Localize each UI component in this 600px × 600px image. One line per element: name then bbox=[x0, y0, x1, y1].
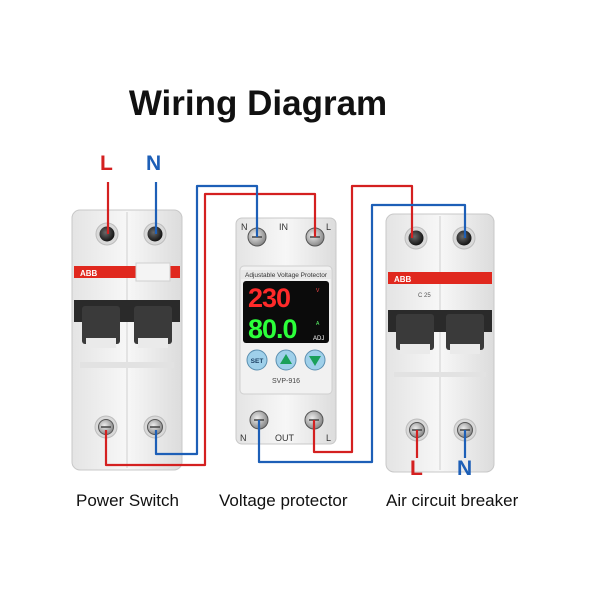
voltage-protector: N IN L Adjustable Voltage Protector 230 … bbox=[235, 217, 337, 445]
protector-indicator-v: V bbox=[316, 288, 320, 294]
power-switch-bottom-screw-n bbox=[143, 415, 167, 439]
neutral-wire-protector-to-breaker bbox=[257, 203, 467, 464]
protector-set-label: SET bbox=[251, 358, 264, 365]
breaker-rating: C 25 bbox=[418, 293, 431, 299]
protector-top-in-label: IN bbox=[279, 222, 288, 232]
caption-voltage-protector: Voltage protector bbox=[219, 491, 348, 510]
protector-display-current: 80.0 bbox=[248, 314, 297, 344]
arrow-up-icon bbox=[280, 354, 292, 364]
breaker-toggle-right[interactable] bbox=[446, 314, 484, 350]
power-switch-n-label: N bbox=[146, 152, 162, 175]
air-circuit-breaker: ABB C 25 bbox=[385, 213, 495, 473]
breaker-top-screw-l bbox=[404, 226, 428, 250]
protector-display bbox=[243, 281, 329, 343]
protector-down-button[interactable] bbox=[304, 349, 326, 371]
protector-set-button[interactable]: SET bbox=[246, 349, 268, 371]
caption-power-switch: Power Switch bbox=[76, 491, 179, 510]
arrow-down-icon bbox=[309, 356, 321, 366]
protector-bottom-l-label: L bbox=[326, 433, 331, 443]
live-wire-switch-to-protector bbox=[104, 192, 317, 467]
power-switch-l-label: L bbox=[100, 152, 113, 175]
protector-bottom-out-label: OUT bbox=[275, 433, 295, 443]
breaker-brand: ABB bbox=[394, 275, 412, 284]
power-switch-brand: ABB bbox=[80, 269, 98, 278]
protector-top-n-label: N bbox=[241, 222, 248, 232]
protector-model: SVP-916 bbox=[272, 378, 300, 385]
breaker-n-label: N bbox=[457, 457, 473, 480]
protector-header: Adjustable Voltage Protector bbox=[245, 272, 328, 279]
protector-up-button[interactable] bbox=[275, 349, 297, 371]
power-switch-toggle-left[interactable] bbox=[82, 306, 120, 344]
diagram-title: Wiring Diagram bbox=[128, 84, 388, 123]
caption-air-circuit-breaker: Air circuit breaker bbox=[386, 491, 519, 510]
protector-top-l-label: L bbox=[326, 222, 331, 232]
live-wire-protector-to-breaker bbox=[312, 184, 414, 454]
breaker-l-label: L bbox=[410, 457, 423, 480]
power-switch-toggle-right[interactable] bbox=[134, 306, 172, 344]
protector-adj-label: ADJ bbox=[313, 336, 324, 342]
power-switch: ABB bbox=[71, 209, 183, 471]
protector-indicator-a: A bbox=[316, 321, 320, 327]
breaker-label-band bbox=[388, 272, 492, 284]
neutral-wire-switch-to-protector bbox=[154, 184, 259, 456]
protector-display-voltage: 230 bbox=[248, 283, 290, 313]
protector-bottom-n-label: N bbox=[240, 433, 247, 443]
breaker-toggle-left[interactable] bbox=[396, 314, 434, 350]
